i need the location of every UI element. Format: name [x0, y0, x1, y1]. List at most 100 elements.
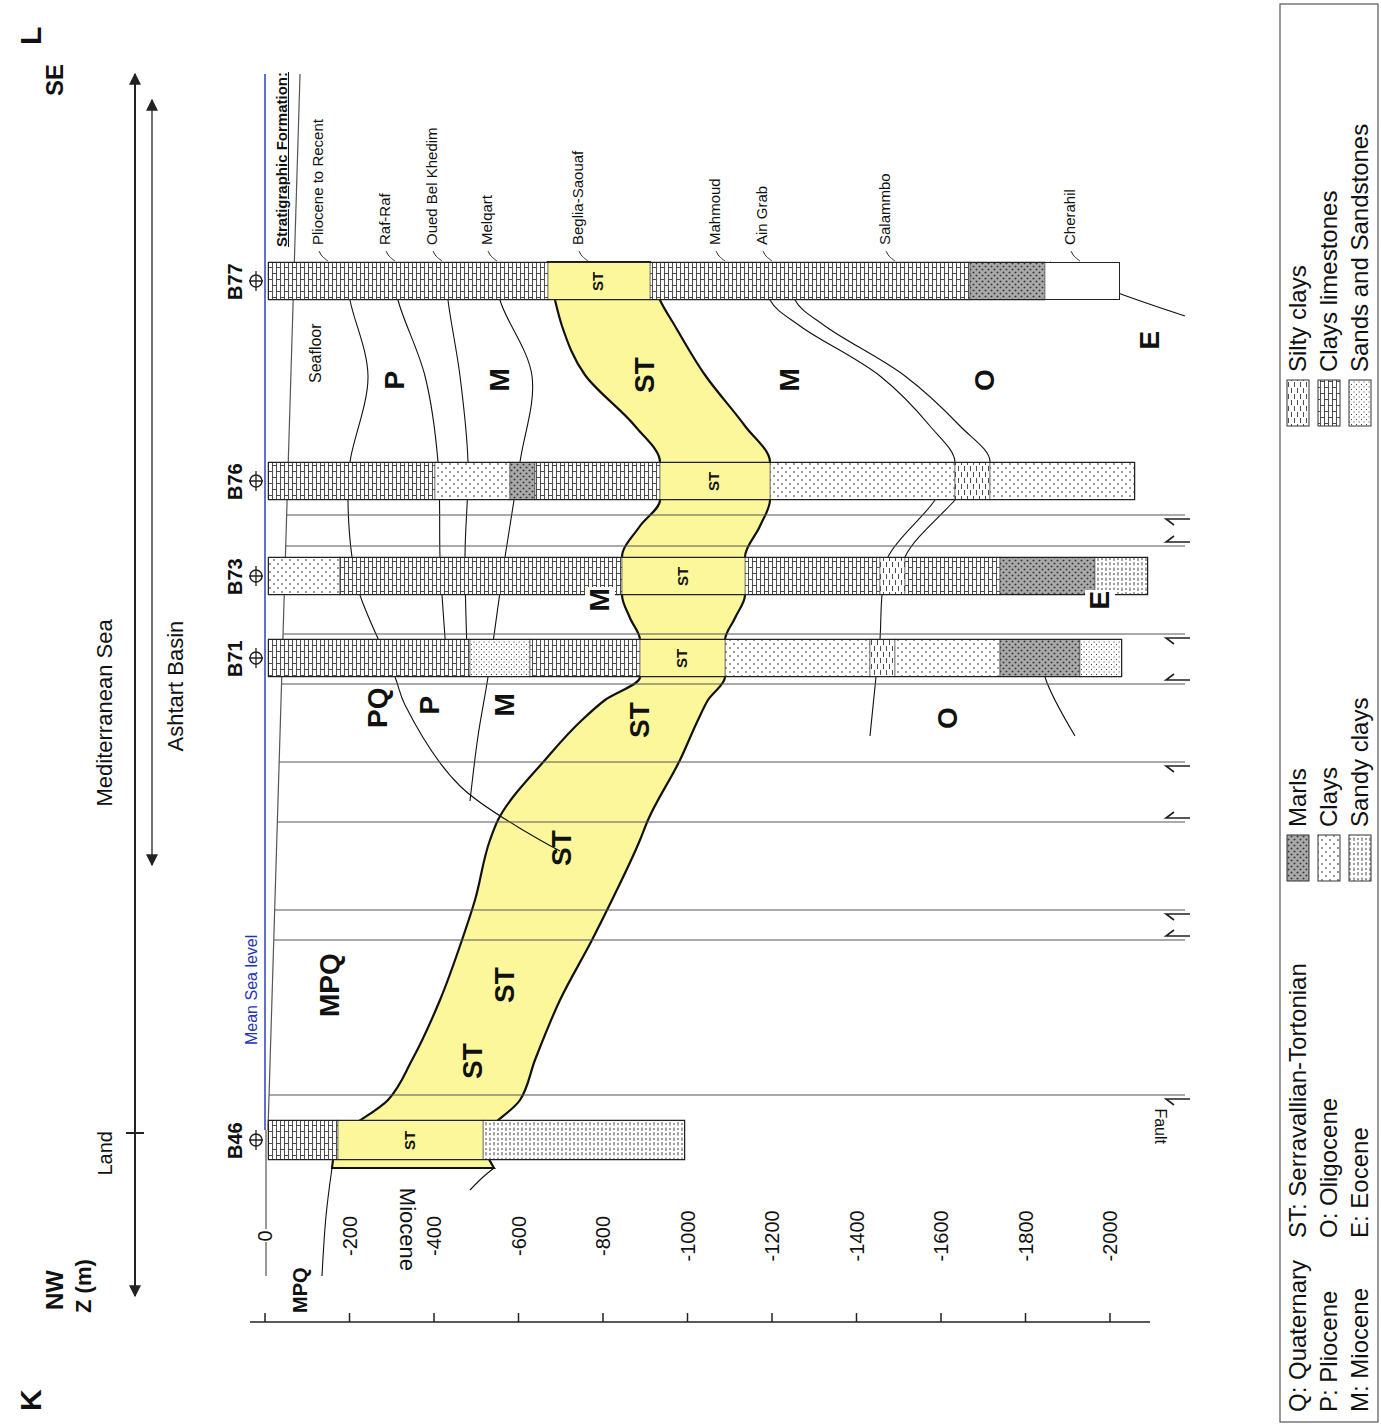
- axis-tick: [1109, 1313, 1111, 1322]
- well-ground: [268, 557, 1148, 595]
- unit-label: E: [1135, 330, 1166, 351]
- depth-tick-label: -1400: [846, 1209, 868, 1262]
- lithology-interval: [990, 462, 1135, 500]
- formation-name: Raf-Raf: [377, 192, 394, 246]
- formation-leaders: [319, 251, 1080, 261]
- wellhead-symbol: [250, 570, 262, 582]
- unit-label: PQ: [363, 687, 394, 729]
- unit-label: MPQ: [289, 1266, 311, 1314]
- lithology-interval: [895, 639, 1000, 677]
- formation-heading: Stratigraphic Formation:: [274, 71, 291, 248]
- formation-name: Ain Grab: [754, 185, 771, 246]
- well-name: B76: [224, 463, 246, 500]
- legend-label: ST: Serravallian-Tortonian: [1285, 963, 1311, 1238]
- unit-label: O: [933, 706, 964, 730]
- fault-motion-arrow: [1166, 638, 1190, 644]
- fault-line: [279, 762, 1185, 763]
- formation-tag: ST: [402, 1131, 419, 1150]
- legend-swatch: [1349, 380, 1371, 426]
- depth-tick-label: -2000: [1099, 1209, 1121, 1262]
- lithology-interval: [268, 262, 548, 300]
- land-surface-line: [265, 1130, 266, 1276]
- fault-motion-arrow: [1166, 930, 1190, 936]
- axis-line: [250, 1321, 1150, 1323]
- leader-line: [433, 251, 442, 261]
- horizon-line: [790, 262, 990, 595]
- fault-motion-arrow: [1166, 536, 1190, 542]
- horizon-line: [470, 262, 533, 801]
- fault-line: [286, 546, 1185, 547]
- depth-tick-label: -200: [339, 1215, 361, 1257]
- legend-label: Silty clays: [1285, 265, 1311, 372]
- axis-tick: [602, 1313, 604, 1322]
- area-label: Mediterranean Sea: [93, 618, 117, 807]
- legend-label: Sands and Sandstones: [1347, 124, 1373, 372]
- st-interval: [660, 462, 770, 500]
- fault-motion-arrow: [1166, 766, 1190, 772]
- formation-name: Pliocene to Recent: [310, 118, 327, 246]
- unit-label: P: [415, 695, 446, 716]
- legend-box: [1280, 4, 1378, 1422]
- axis-tick: [264, 1313, 266, 1322]
- band-label: ST: [458, 1043, 489, 1079]
- depth-tick-label: -400: [423, 1215, 445, 1257]
- unit-label: Miocene: [395, 1187, 419, 1272]
- band-label: ST: [490, 967, 521, 1003]
- wellhead-symbol: [250, 652, 262, 664]
- axis-tick: [518, 1313, 520, 1322]
- fault-motion-arrow: [1166, 1099, 1190, 1105]
- fault-line: [283, 634, 1185, 635]
- formation-name: Cherahil: [1062, 188, 1079, 246]
- well-logs: [249, 262, 1148, 1160]
- fault-line: [287, 515, 1185, 516]
- band-label: ST: [547, 830, 578, 866]
- wellhead-cross: [249, 1130, 263, 1150]
- wellhead-cross: [249, 271, 263, 291]
- well-name: B46: [224, 1122, 246, 1159]
- st-interval: [338, 1120, 483, 1160]
- axis-title: Z (m): [72, 1258, 96, 1314]
- formation-name: Oued Bel Khedim: [424, 126, 441, 246]
- well-column: B73ST: [268, 557, 1148, 595]
- sea-level-label: Mean Sea level: [243, 934, 261, 1046]
- axis-tick: [940, 1313, 942, 1322]
- legend-label: M: Miocene: [1347, 1288, 1373, 1412]
- fault-motion-arrow: [1166, 812, 1190, 818]
- lithology-interval: [1000, 557, 1095, 595]
- lithology-interval: [1080, 639, 1122, 677]
- serravallian-tortonian-band: [332, 262, 770, 1168]
- leader-line: [386, 251, 395, 261]
- leader-line: [488, 251, 497, 261]
- lithology-interval: [650, 262, 970, 300]
- lithology-interval: [955, 462, 990, 500]
- band-label: ST: [625, 702, 656, 738]
- horizon-line: [470, 1168, 494, 1190]
- basin-extent-arrow: [151, 100, 152, 865]
- land-sea-tick: [126, 1132, 144, 1134]
- fault-motion-arrow: [1166, 674, 1190, 680]
- fault-line: [275, 910, 1185, 911]
- fault-motion-arrow: [1166, 914, 1190, 920]
- leader-line: [763, 251, 772, 261]
- legend-label: E: Eocene: [1347, 1127, 1373, 1238]
- axis-tick: [771, 1313, 773, 1322]
- well-ground: [268, 1120, 685, 1160]
- lithology-interval: [470, 639, 530, 677]
- wellhead-cross: [249, 566, 263, 586]
- unit-label: MPQ: [315, 952, 346, 1018]
- well-column: B46ST: [268, 1120, 685, 1160]
- formation-tag: ST: [590, 272, 607, 291]
- legend-label: Sandy clays: [1347, 698, 1373, 827]
- depth-tick-label: -1800: [1015, 1209, 1037, 1262]
- st-interval: [622, 557, 745, 595]
- lithology-interval: [725, 639, 870, 677]
- unit-label: O: [970, 368, 1001, 392]
- depth-tick-label: -1000: [677, 1209, 699, 1262]
- lithology-interval: [1000, 639, 1080, 677]
- well-name: B73: [224, 558, 246, 595]
- lithology-interval: [770, 462, 955, 500]
- leader-line: [319, 251, 328, 261]
- lithology-interval: [510, 462, 535, 500]
- area-label: Land: [94, 1130, 116, 1177]
